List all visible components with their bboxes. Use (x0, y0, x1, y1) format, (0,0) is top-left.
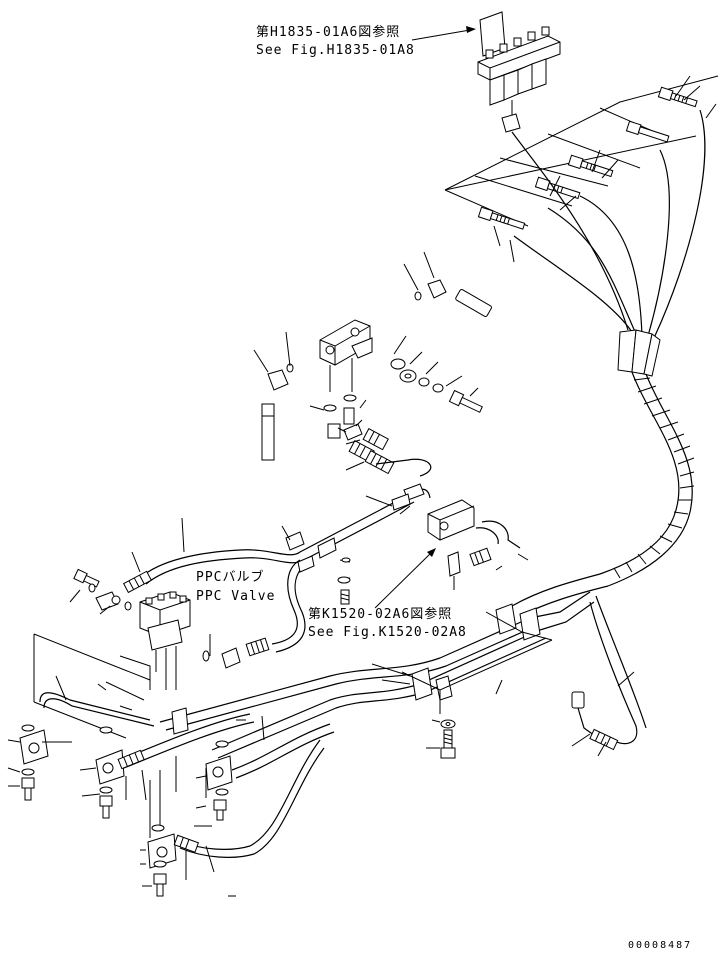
top-fitting-callout-lines (493, 75, 717, 263)
mid-callout-lines (253, 251, 479, 471)
mid-fittings (261, 279, 492, 475)
bottom-left-fittings (19, 633, 233, 897)
upper-left-hoses (139, 458, 432, 653)
callout-ppc-en: PPC Valve (196, 589, 275, 604)
spiral-hose-guard (599, 371, 695, 587)
top-fittings (477, 86, 698, 230)
drawing-part-number: 00008487 (628, 940, 692, 951)
callout-h1835-en: See Fig.H1835-01A8 (256, 43, 415, 58)
hose-bundle-lower (511, 573, 647, 745)
banjo-fitting-1 (19, 724, 49, 801)
callout-h1835-jp: 第H1835-01A6図参照 (256, 24, 400, 40)
callout-k1520-jp: 第K1520-02A6図参照 (308, 606, 452, 622)
manifold-block (477, 11, 561, 133)
hose-bundle-upper (511, 109, 706, 377)
banjo-fitting-2 (95, 726, 145, 819)
mid-valve-block (427, 499, 521, 590)
callout-k1520-leader (374, 551, 433, 609)
clamp-bolt-mid (337, 557, 351, 605)
main-pipe-run (39, 617, 547, 858)
callout-h1835-leader (411, 29, 471, 41)
arrowhead-icon (427, 548, 436, 557)
ppc-side-fittings (73, 568, 270, 669)
mid-bracket-block (319, 319, 373, 392)
ppc-valve (139, 591, 191, 690)
callout-ppc-jp: PPCバルブ (196, 569, 264, 585)
clamp-bolt-right (371, 663, 503, 759)
pipe-clamps (171, 603, 553, 735)
banjo-fitting-4 (147, 824, 200, 897)
arrowhead-icon (466, 26, 476, 33)
bottom-left-callout-lines (7, 675, 265, 897)
right-hose-end-fitting (571, 671, 635, 757)
callout-k1520-en: See Fig.K1520-02A8 (308, 625, 467, 640)
banjo-fitting-3 (205, 740, 233, 821)
